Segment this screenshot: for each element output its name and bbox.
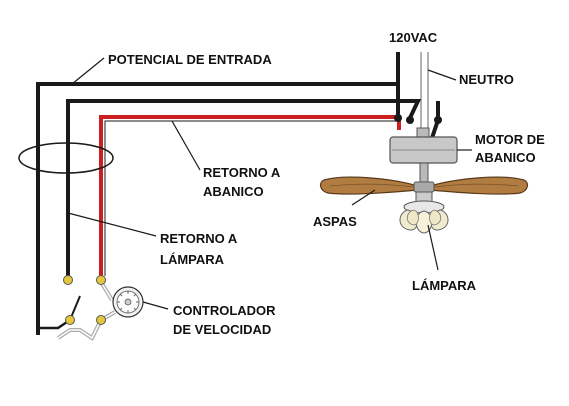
switch-terminal xyxy=(96,275,106,285)
leader-input-potential xyxy=(71,57,105,85)
lamp-kit xyxy=(399,191,449,234)
speed-controller-dial xyxy=(112,286,144,318)
cable-bundle-ring xyxy=(18,142,114,174)
switch-terminal xyxy=(65,315,75,325)
label-lamp-return-1: RETORNO A xyxy=(160,231,238,246)
wall-switch xyxy=(36,275,116,341)
label-lamp-return-2: LÁMPARA xyxy=(160,252,225,267)
fan-blade-right-grain xyxy=(433,183,519,188)
blade-hub xyxy=(413,181,435,193)
fan-motor xyxy=(389,127,458,194)
label-controller-1: CONTROLADOR xyxy=(173,303,276,318)
label-fan-return-2: ABANICO xyxy=(203,184,264,199)
label-fan-motor-2: ABANICO xyxy=(475,150,536,165)
label-blades: ASPAS xyxy=(313,214,357,229)
label-supply-voltage: 120VAC xyxy=(389,30,438,45)
leader-lamp xyxy=(427,224,439,271)
connector xyxy=(394,114,402,122)
fan-blade-left-grain xyxy=(329,183,415,188)
leader-fan-return xyxy=(171,120,201,171)
leader-lamp-return xyxy=(67,212,157,237)
fan-blade-left xyxy=(319,176,419,195)
label-controller-2: DE VELOCIDAD xyxy=(173,322,271,337)
label-input-potential: POTENCIAL DE ENTRADA xyxy=(108,52,272,67)
fan-return-wire xyxy=(99,115,401,278)
label-lamp: LÁMPARA xyxy=(412,278,477,293)
label-fan-return-1: RETORNO A xyxy=(203,165,281,180)
label-neutral: NEUTRO xyxy=(459,72,514,87)
connector xyxy=(406,116,414,124)
leader-lines xyxy=(67,57,472,310)
leader-controller xyxy=(142,301,169,310)
leader-neutral xyxy=(427,69,457,81)
fan-return-wire-outline xyxy=(104,120,396,276)
switch-terminal xyxy=(96,315,106,325)
label-fan-motor-1: MOTOR DE xyxy=(475,132,545,147)
switch-terminal xyxy=(63,275,73,285)
input-potential-wire-highlight xyxy=(41,87,394,333)
leader-blades xyxy=(351,189,376,206)
fan-blade-right xyxy=(429,176,529,195)
connector xyxy=(434,116,442,124)
lamp-return-wire xyxy=(66,99,422,278)
input-potential-wire xyxy=(36,82,400,335)
